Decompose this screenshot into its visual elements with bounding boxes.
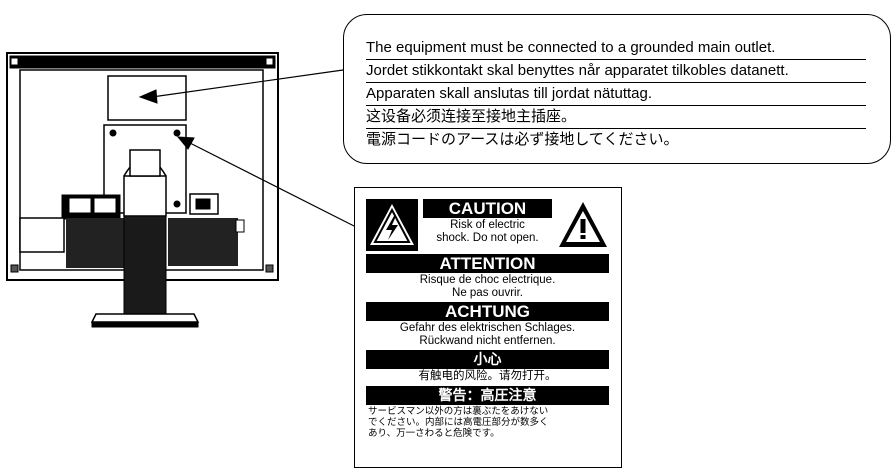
notice-line-chinese: 这设备必须连接至接地主插座。 xyxy=(366,106,866,129)
caution-label: CAUTION Risk of electric shock. Do not o… xyxy=(354,187,622,468)
japanese-warning-line-2: でください。内部には高電圧部分が数多く xyxy=(368,416,549,428)
lightning-bolt-warning-icon xyxy=(366,199,418,251)
attention-text-line-1: Risque de choc electrique. xyxy=(419,274,556,286)
achtung-text-line-2: Rückwand nicht entfernen. xyxy=(419,334,556,347)
japanese-warning-line-1: サービスマン以外の方は裏ぶたをあけない xyxy=(368,405,549,417)
japanese-warning-text: サービスマン以外の方は裏ぶたをあけない でください。内部には高電圧部分が数多く … xyxy=(366,406,609,439)
attention-title: ATTENTION xyxy=(366,254,609,273)
caution-text-line-1: Risk of electric xyxy=(450,219,525,231)
japanese-warning-line-3: あり、万一さわると危険です。 xyxy=(368,427,500,439)
notice-line-swedish: Apparaten skall anslutas till jordat nät… xyxy=(366,83,866,106)
chinese-caution-text: 有触电的风险。请勿打开。 xyxy=(418,370,557,382)
notice-line-japanese: 電源コードのアースは必ず接地してください。 xyxy=(366,131,679,148)
caution-header-row: CAUTION Risk of electric shock. Do not o… xyxy=(366,199,609,251)
mount-arrow xyxy=(176,136,355,227)
grounding-notice-callout: The equipment must be connected to a gro… xyxy=(343,14,891,164)
notice-text-block: The equipment must be connected to a gro… xyxy=(366,37,866,151)
caution-text-line-2: shock. Do not open. xyxy=(436,232,539,244)
monitor-body xyxy=(6,52,279,328)
caution-title: CAUTION xyxy=(423,199,552,218)
notice-line-english: The equipment must be connected to a gro… xyxy=(366,37,866,60)
achtung-title: ACHTUNG xyxy=(366,302,609,321)
attention-text-line-2: Ne pas ouvrir. xyxy=(452,286,523,299)
chinese-caution-title: 小心 xyxy=(366,350,609,369)
achtung-text: Gefahr des elektrischen Schlages. Rückwa… xyxy=(366,322,609,347)
attention-text: Risque de choc electrique. Ne pas ouvrir… xyxy=(366,274,609,299)
label-arrow xyxy=(138,69,344,104)
exclamation-warning-icon xyxy=(557,199,609,251)
achtung-text-line-1: Gefahr des elektrischen Schlages. xyxy=(399,322,576,334)
japanese-warning-title: 警告：高圧注意 xyxy=(366,385,609,405)
notice-line-norwegian: Jordet stikkontakt skal benyttes når app… xyxy=(366,60,866,83)
caution-text: Risk of electric shock. Do not open. xyxy=(421,219,554,245)
